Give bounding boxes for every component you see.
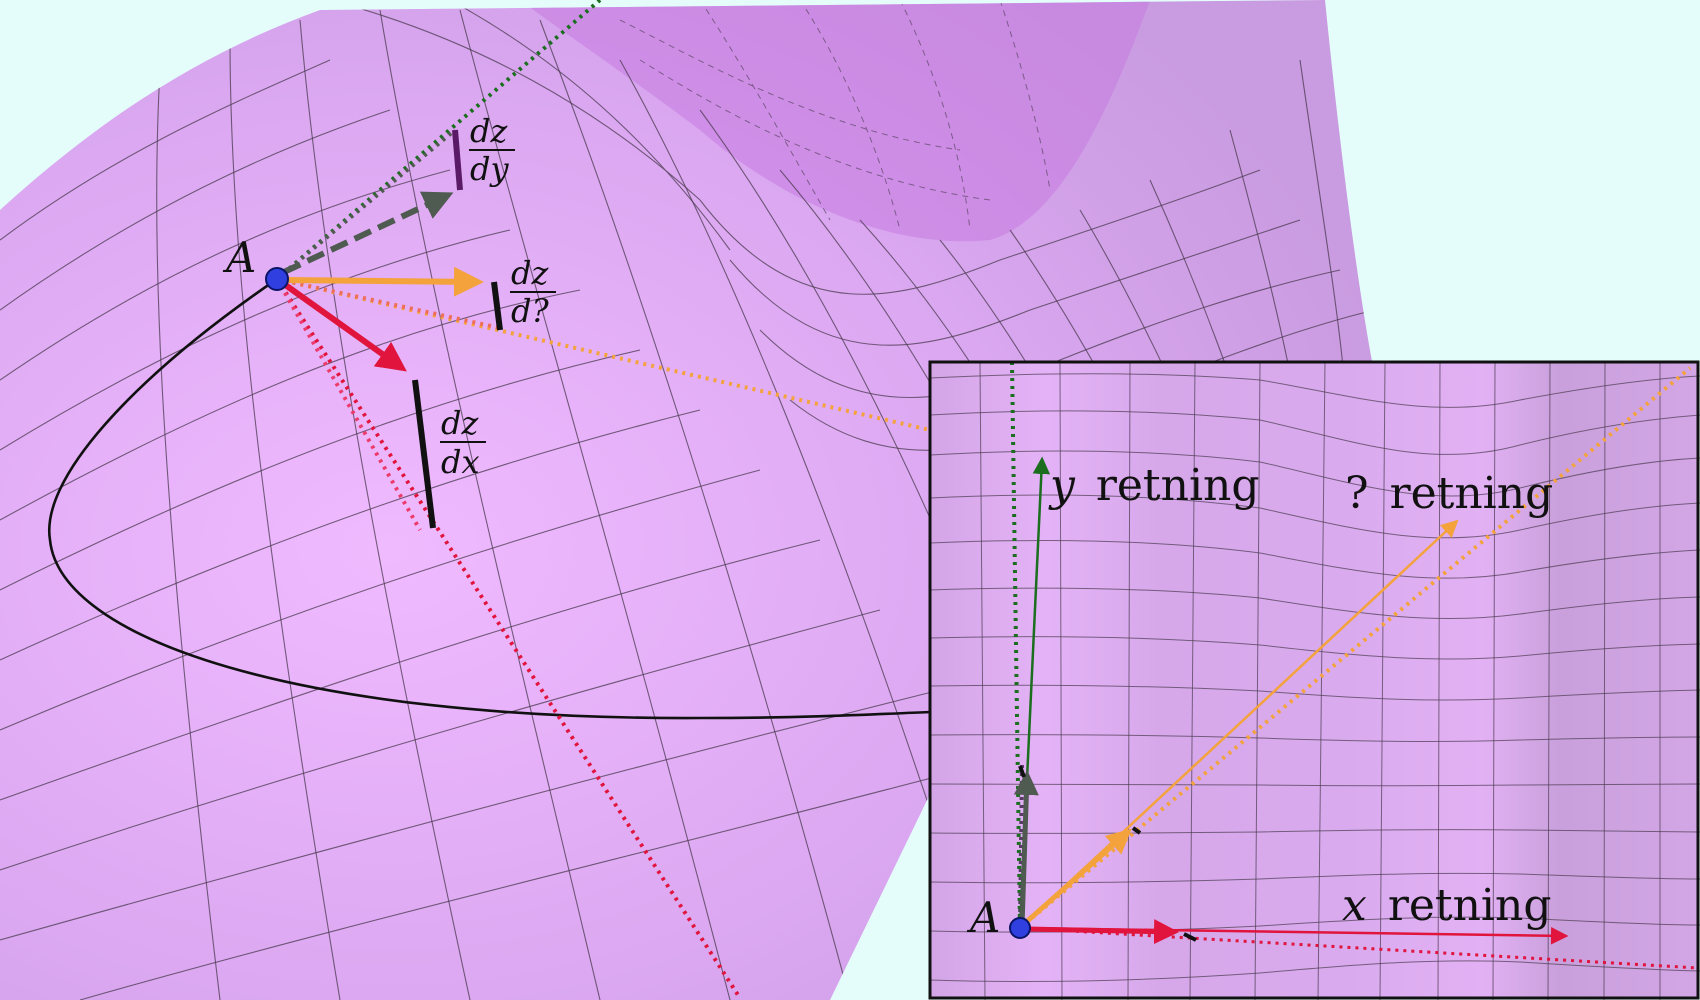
inset-red-dotted-line: [1019, 926, 1699, 970]
orange-direction-vector: [283, 266, 484, 297]
inset-short-orange-vector: [1022, 828, 1132, 926]
inset-grid-vertical: [979, 361, 1661, 1000]
point-a-marker: [265, 267, 289, 291]
inset-dz-dq-mark: [1131, 826, 1142, 835]
inset-short-red-vector: [1025, 919, 1179, 945]
orange-red-dotted-line: [276, 277, 501, 330]
inset-dz-dx-mark: [1183, 932, 1197, 942]
red-x-vector: [282, 281, 407, 372]
point-a-label: A: [222, 233, 256, 282]
surface-mesh-lines-a: [0, 0, 1376, 1000]
inset-x-direction-variable: x: [1342, 880, 1367, 931]
inset-border: [928, 360, 1700, 1000]
inset-grid-horizontal: [930, 373, 1700, 983]
dz-dy-segment: [452, 129, 463, 191]
fraction-dz-dq: dz d?: [510, 254, 556, 330]
inset-dz-dy-mark: [1018, 765, 1026, 778]
fraction-dz-dy-denominator: dy: [470, 150, 509, 188]
inset-x-direction-word: retning: [1388, 880, 1552, 931]
fraction-dz-dx-numerator: dz: [441, 404, 479, 442]
saddle-back-fold: [520, 0, 1150, 242]
dz-dq-segment: [491, 281, 503, 331]
red-lower-dotted-line: [275, 278, 422, 531]
back-fold-dashed-grid: [619, 0, 1051, 231]
inset-panel: A y retning ? retning x retning: [928, 360, 1700, 1000]
fraction-dz-dy-numerator: dz: [470, 112, 508, 150]
inset-short-green-vector: [1013, 770, 1039, 927]
inset-point-a-marker: [1009, 917, 1031, 939]
gray-y-vector: [282, 191, 454, 275]
fraction-dz-dq-numerator: dz: [511, 254, 549, 292]
fraction-dz-dx-denominator: dx: [441, 443, 480, 481]
red-x-dotted-line: [275, 277, 740, 997]
saddle-surface: [0, 0, 1385, 1000]
inset-y-direction-label: y retning: [1048, 460, 1260, 511]
inset-y-direction-word: retning: [1096, 460, 1260, 511]
inset-q-direction-word: retning: [1390, 468, 1554, 519]
connector-loop: [47, 277, 931, 720]
dz-dx-segment: [412, 379, 436, 529]
fraction-dz-dq-denominator: d?: [511, 292, 549, 330]
gray-y-dotted-line: [275, 128, 457, 281]
fraction-dz-dx: dz dx: [440, 404, 486, 481]
inset-q-direction-label: ? retning: [1345, 468, 1553, 519]
inset-q-direction-variable: ?: [1345, 468, 1369, 519]
inset-x-direction-label: x retning: [1342, 880, 1552, 931]
fraction-dz-dy: dz dy: [469, 112, 515, 188]
inset-gray-dotted-line: [1018, 764, 1024, 929]
inset-point-a-label: A: [966, 893, 1000, 942]
inset-y-direction-variable: y: [1048, 460, 1076, 511]
